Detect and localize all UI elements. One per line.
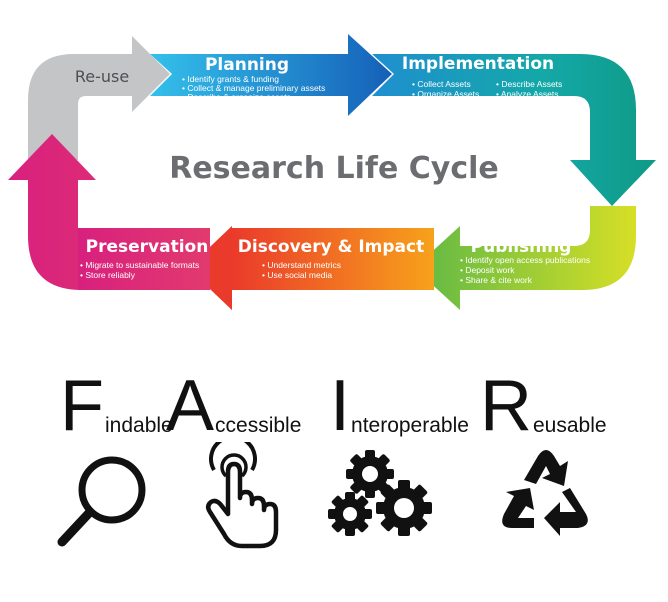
- preservation-title: Preservation: [86, 237, 209, 257]
- publishing-band: [414, 206, 636, 310]
- implementation-bullet-1: Collect Assets: [417, 79, 470, 89]
- discovery-bullet-1: Understand metrics: [267, 260, 341, 270]
- fair-findable-word: F indable: [60, 356, 173, 446]
- preservation-bullet-1: Migrate to sustainable formats: [85, 260, 199, 270]
- svg-text:• Share & cite work: • Share & cite work: [460, 275, 533, 285]
- fair-interoperable-word: I nteroperable: [330, 356, 469, 446]
- svg-text:• Analyze Assets: • Analyze Assets: [496, 89, 559, 99]
- svg-text:• Describe Assets: • Describe Assets: [496, 79, 562, 89]
- svg-text:• Identify open access publica: • Identify open access publications: [460, 255, 590, 265]
- reuse-band: [28, 36, 170, 160]
- implementation-bullet-2: Organize Assets: [417, 89, 479, 99]
- publishing-bullet-2: Deposit work: [465, 265, 515, 275]
- publishing-bullet-3: Share & cite work: [465, 275, 532, 285]
- reuse-label: Re-use: [75, 67, 129, 86]
- svg-text:• Understand metrics: • Understand metrics: [262, 260, 341, 270]
- fair-letter-r: R: [480, 365, 532, 446]
- svg-text:• Identify grants & funding: • Identify grants & funding: [182, 74, 279, 84]
- svg-text:• Store reliably: • Store reliably: [80, 270, 136, 280]
- planning-band: [150, 34, 392, 116]
- discovery-bullet-2: Use social media: [267, 270, 332, 280]
- recycle-icon: [502, 450, 588, 536]
- fair-letter-a: A: [166, 365, 215, 446]
- svg-text:• Organize Assets: • Organize Assets: [412, 89, 479, 99]
- svg-text:• Collect & manage preliminary: • Collect & manage preliminary assets: [182, 83, 325, 93]
- discovery-title: Discovery & Impact: [238, 237, 424, 257]
- fair-reusable-word: R eusable: [480, 356, 607, 446]
- implementation-band: [372, 54, 656, 206]
- fair-rest-interoperable: nteroperable: [351, 414, 469, 437]
- preservation-bullet-2: Store reliably: [85, 270, 135, 280]
- publishing-bullet-1: Identify open access publications: [465, 255, 590, 265]
- implementation-bullet-3: Describe Assets: [501, 79, 562, 89]
- fair-accessible-word: A ccessible: [166, 356, 302, 446]
- planning-bullet-2: Collect & manage preliminary assets: [187, 83, 325, 93]
- planning-bullet-1: •: [182, 74, 187, 84]
- svg-text:• Collect Assets: • Collect Assets: [412, 79, 471, 89]
- fair-rest-findable: indable: [104, 414, 173, 437]
- svg-text:• Use social media: • Use social media: [262, 270, 332, 280]
- publishing-title: Publishing: [471, 237, 572, 257]
- magnifier-icon: [57, 456, 146, 547]
- fair-letter-f: F: [60, 365, 104, 446]
- fair-letter-i: I: [330, 365, 351, 446]
- svg-text:• Describe & organize assets: • Describe & organize assets: [182, 92, 291, 102]
- planning-title: Planning: [205, 55, 289, 75]
- research-life-cycle-diagram: Re-use Planning • Identify grants & fund…: [8, 34, 656, 310]
- svg-text:• Migrate to sustainable forma: • Migrate to sustainable formats: [80, 260, 199, 270]
- fair-rest-accessible: ccessible: [215, 414, 302, 437]
- implementation-bullet-4: Analyze Assets: [501, 89, 559, 99]
- gears-icon: [328, 450, 432, 536]
- center-title: Research Life Cycle: [169, 151, 499, 186]
- svg-text:• Deposit work: • Deposit work: [460, 265, 515, 275]
- implementation-title: Implementation: [402, 54, 554, 74]
- planning-bullet-3: Describe & organize assets: [187, 92, 290, 102]
- pointing-hand-icon: [206, 442, 279, 549]
- fair-rest-reusable: eusable: [533, 414, 607, 437]
